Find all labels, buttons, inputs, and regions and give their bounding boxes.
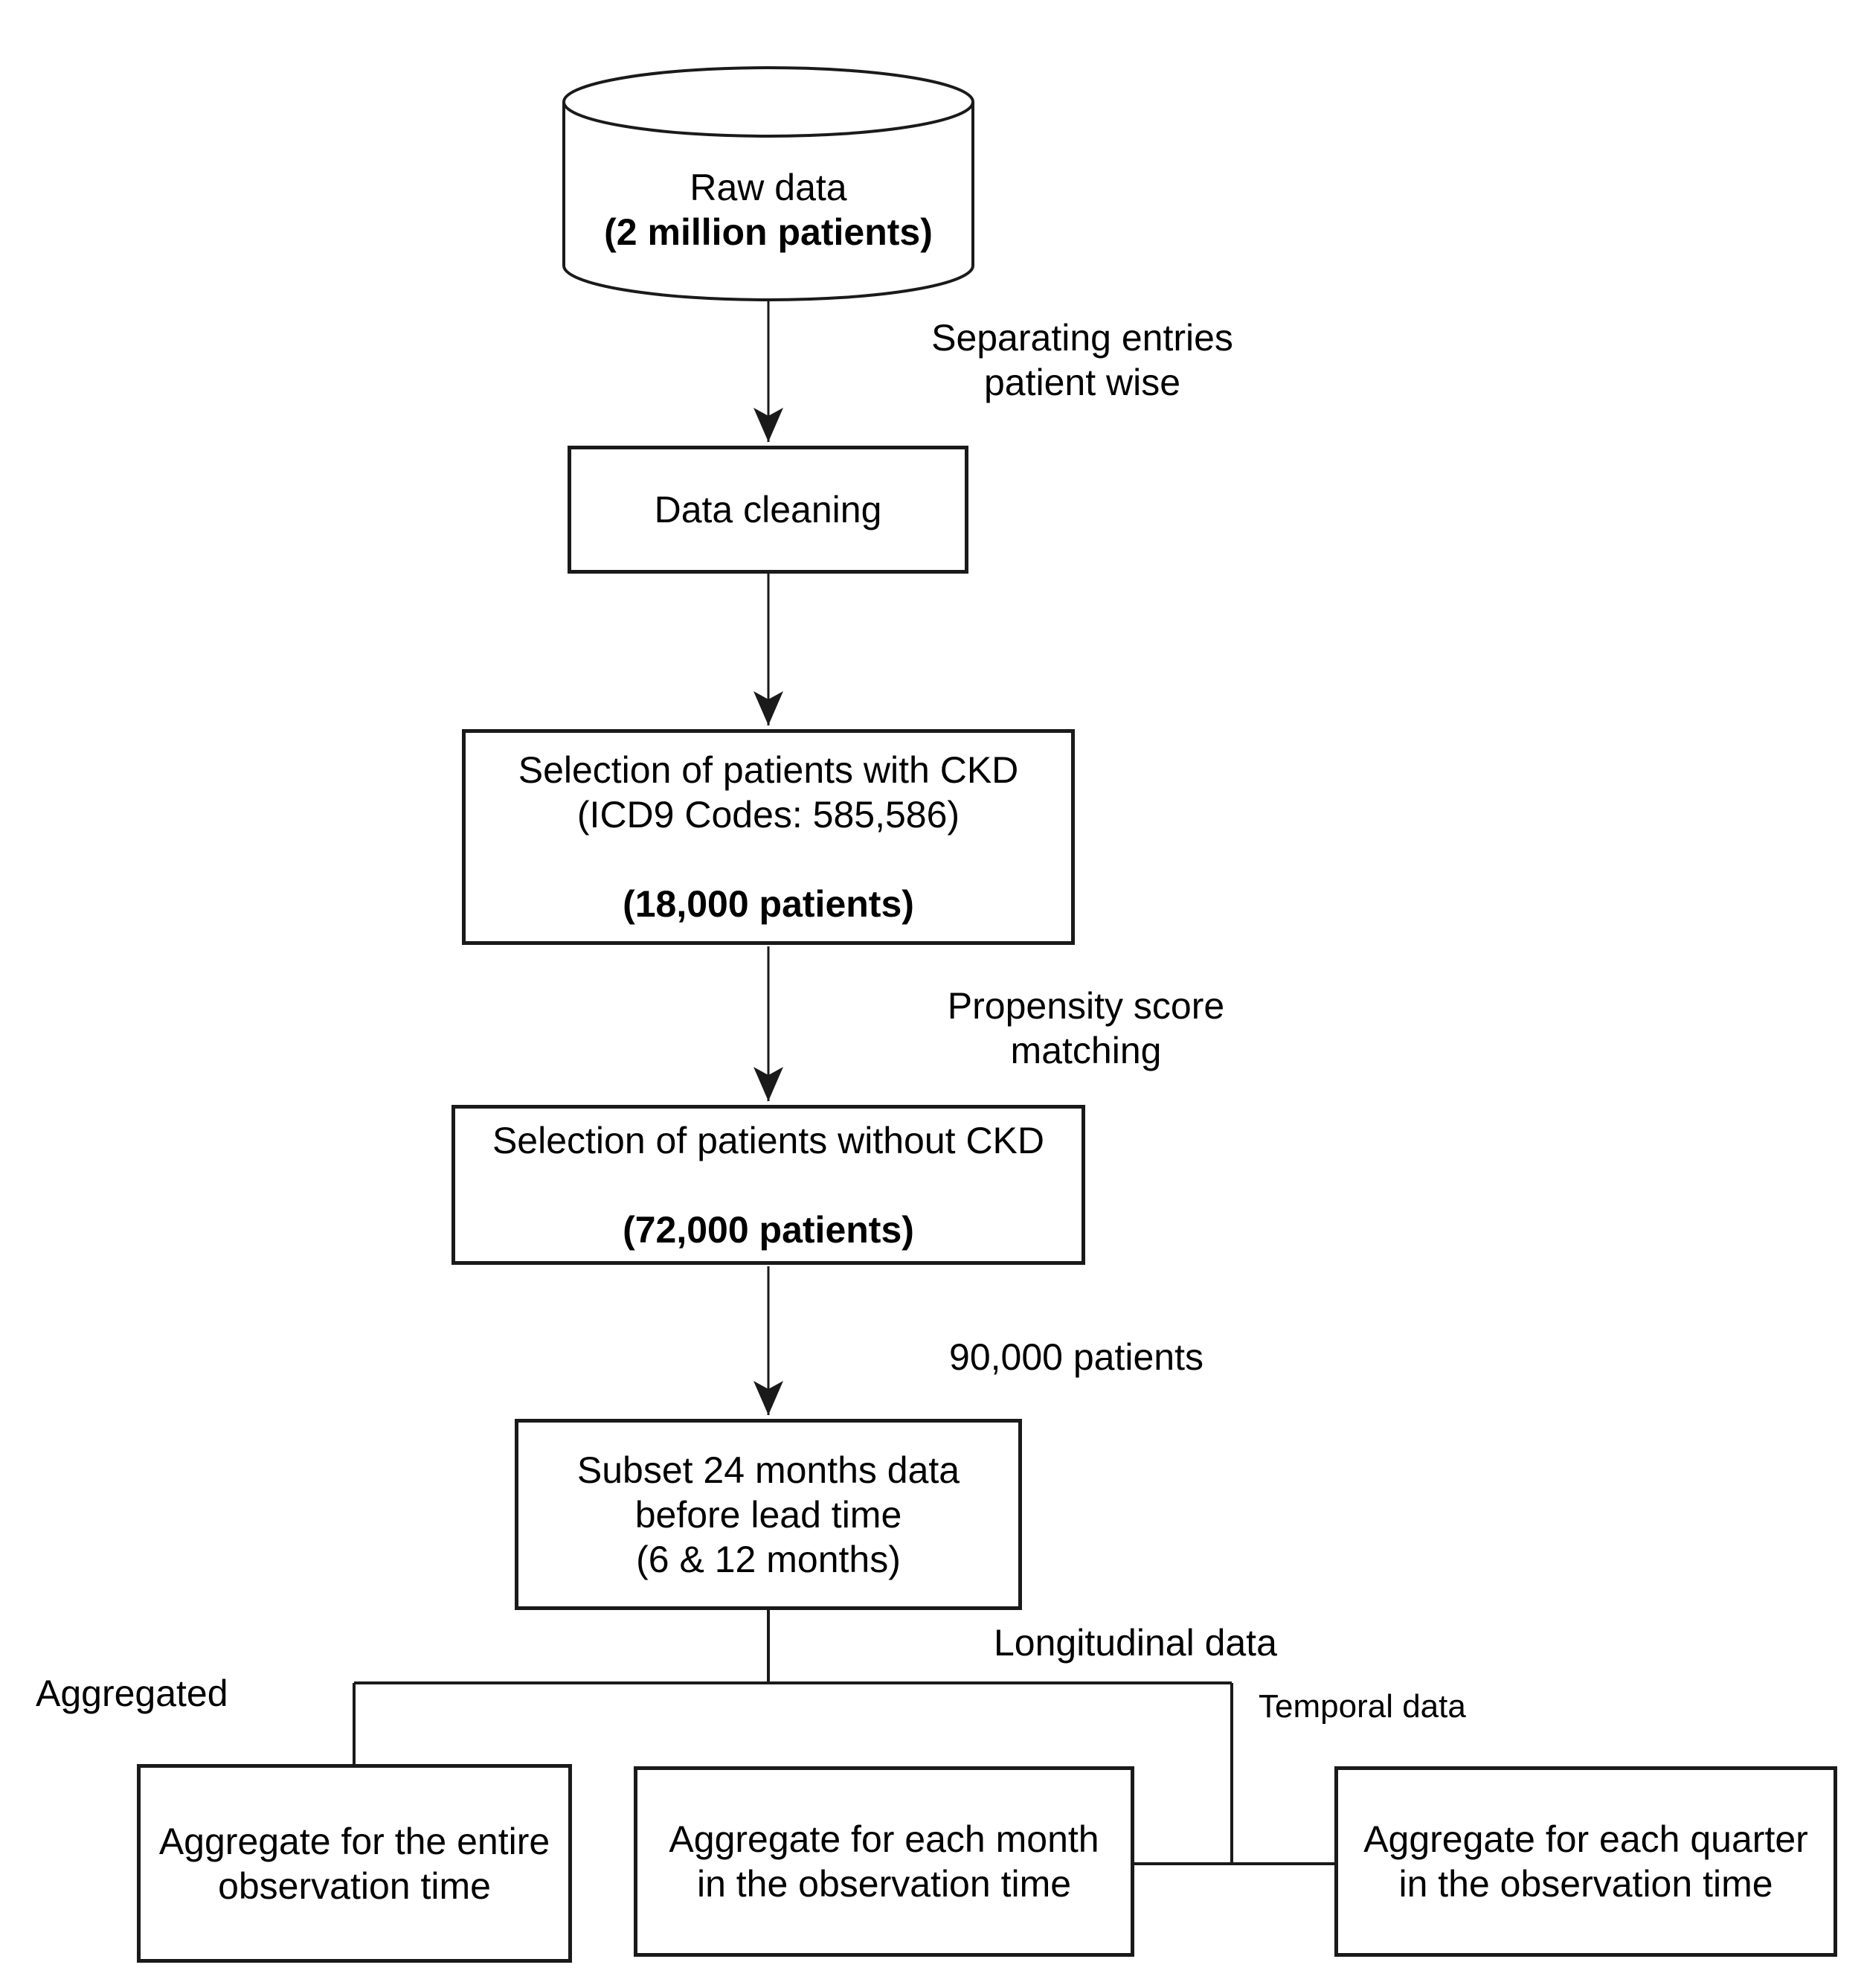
edge-label-line: Separating entries (931, 317, 1233, 359)
edge-label-aggregated: Aggregated (36, 1673, 228, 1714)
branch-connector-lines (353, 1610, 1334, 1865)
edge-label-longitudinal: Longitudinal data (994, 1622, 1277, 1664)
node-text-line: Aggregate for the entire (158, 1820, 550, 1862)
edge-label-90000-patients: 90,000 patients (949, 1336, 1203, 1378)
node-ckd-selection: Selection of patients with CKD (ICD9 Cod… (462, 729, 1075, 945)
node-text-line: (ICD9 Codes: 585,586) (576, 794, 960, 836)
node-subset-24-months: Subset 24 months data before lead time (… (515, 1419, 1022, 1610)
node-aggregate-entire: Aggregate for the entire observation tim… (137, 1764, 572, 1963)
node-text-line: Raw data (690, 167, 847, 208)
node-text-line: in the observation time (696, 1863, 1072, 1905)
node-text-line: (18,000 patients) (623, 883, 914, 925)
edge-label-line: patient wise (983, 362, 1181, 403)
node-text-line: Aggregate for each month (669, 1818, 1099, 1860)
node-text-line: in the observation time (1398, 1863, 1773, 1905)
node-data-cleaning: Data cleaning (568, 446, 968, 574)
node-aggregate-quarter: Aggregate for each quarter in the observ… (1334, 1766, 1837, 1957)
node-aggregate-month: Aggregate for each month in the observat… (634, 1766, 1134, 1957)
database-cylinder-shape (562, 66, 974, 301)
edge-label-separating: Separating entries patient wise (855, 315, 1309, 405)
node-raw-data: Raw data (2 million patients) (545, 165, 992, 254)
node-text-line: Subset 24 months data (576, 1449, 960, 1491)
node-text-line: Selection of patients with CKD (518, 749, 1019, 791)
node-text-line: Selection of patients without CKD (492, 1119, 1045, 1161)
node-text-line: Data cleaning (654, 489, 882, 530)
edge-label-line: Propensity score (947, 985, 1225, 1027)
node-text-line: (6 & 12 months) (636, 1538, 901, 1580)
node-no-ckd-selection: Selection of patients without CKD (72,00… (451, 1105, 1085, 1265)
node-text-line: Aggregate for each quarter (1363, 1818, 1808, 1860)
node-text-line: (2 million patients) (604, 211, 933, 253)
edge-label-line: matching (1010, 1030, 1162, 1071)
node-text-line: before lead time (634, 1493, 902, 1536)
edge-label-temporal: Temporal data (1259, 1688, 1466, 1725)
edge-label-propensity: Propensity score matching (870, 984, 1302, 1073)
node-text-line: observation time (218, 1864, 491, 1907)
node-text-line: (72,000 patients) (623, 1208, 914, 1251)
